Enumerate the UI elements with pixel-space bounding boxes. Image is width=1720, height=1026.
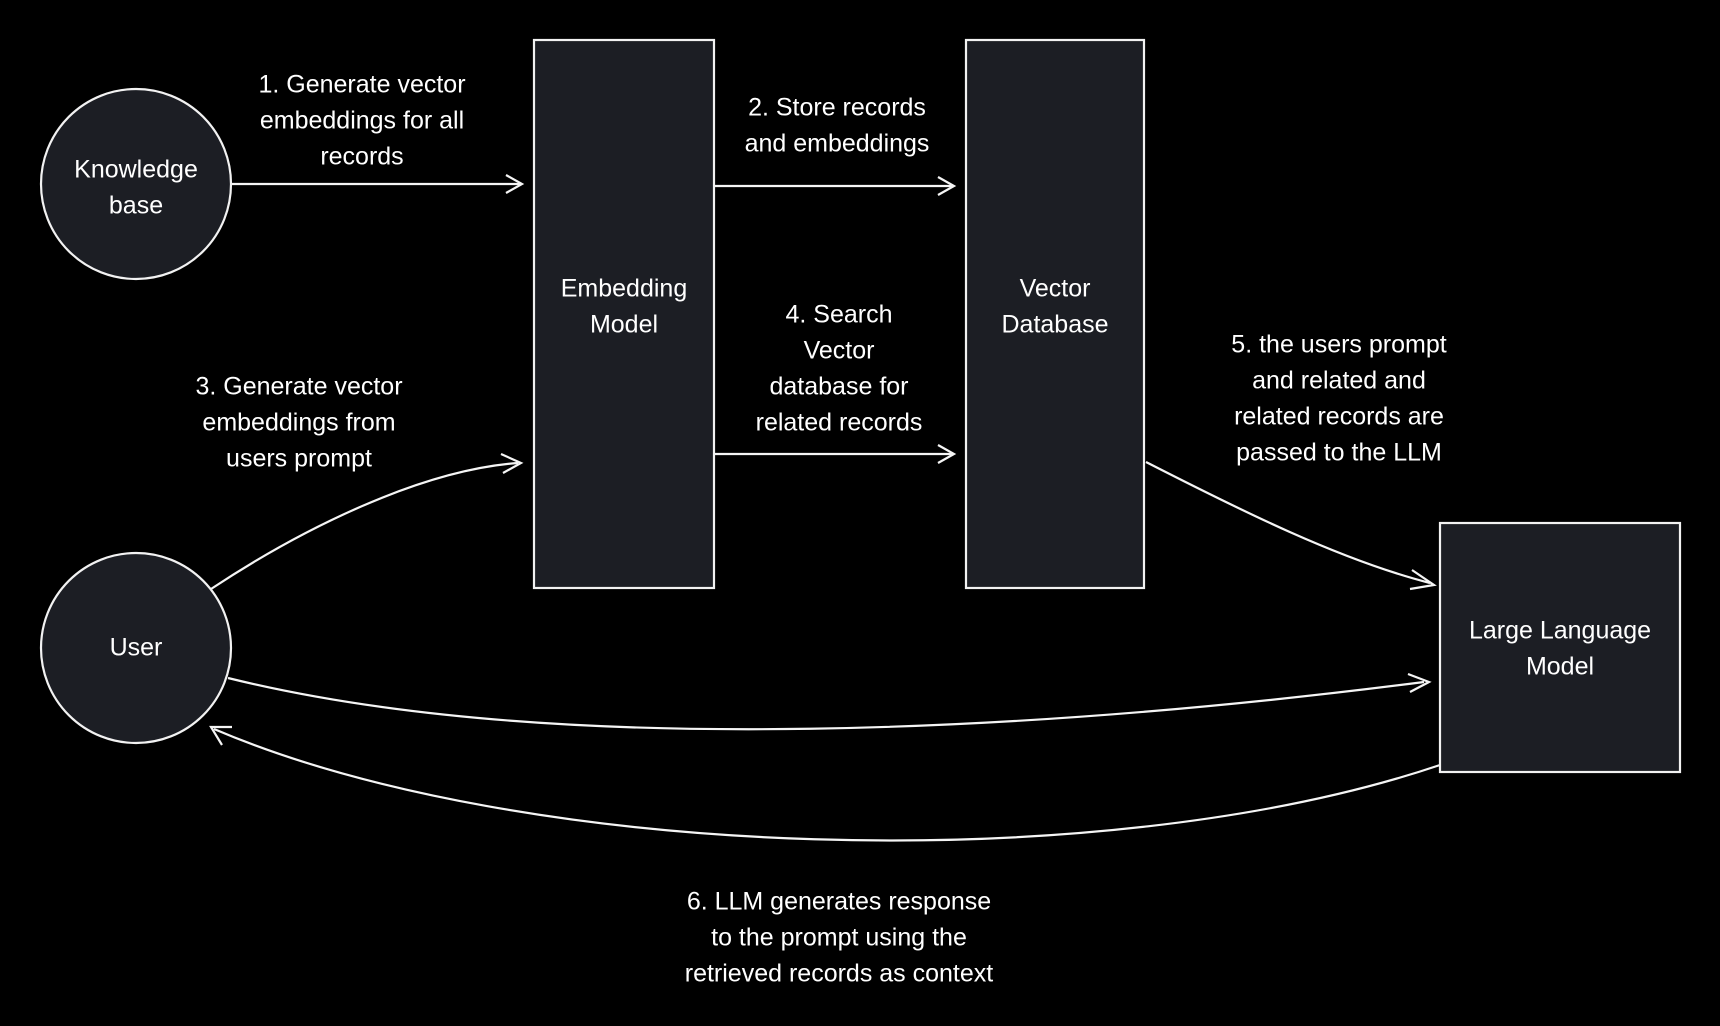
knowledge-base-label-line-1: Knowledge <box>74 156 198 184</box>
edge-user-to-large-language-model <box>227 672 1432 731</box>
edge-1-label-line-3: records <box>320 143 403 171</box>
edge-5-label-line-1: 5. the users prompt <box>1231 331 1446 359</box>
edge-2-embedding-model-to-vector-database <box>714 176 957 196</box>
edge-4-arrowhead-icon <box>937 444 957 464</box>
edge-3-label: 3. Generate vector embeddings from users… <box>195 373 402 473</box>
edge-3-label-line-3: users prompt <box>226 445 372 473</box>
edge-4-embedding-model-to-vector-database <box>714 444 957 464</box>
knowledge-base-label-line-2: base <box>109 192 163 220</box>
edge-5-label-line-4: passed to the LLM <box>1236 439 1442 467</box>
embedding-model-rect[interactable] <box>532 38 716 590</box>
edge-1-knowledge-base-to-embedding-model <box>231 174 525 194</box>
vector-database-rect[interactable] <box>964 38 1146 590</box>
edge-3-curve <box>210 461 519 590</box>
edge-5-curve <box>1145 461 1431 585</box>
embedding-model-label-line-2: Model <box>590 311 658 339</box>
edge-2-label-line-1: 2. Store records <box>748 94 926 122</box>
knowledge-base-circle[interactable] <box>39 87 233 281</box>
edge-6-label-line-3: retrieved records as context <box>685 960 994 988</box>
edge-5-arrowhead-icon <box>1409 569 1437 591</box>
edge-6-label: 6. LLM generates response to the prompt … <box>685 888 994 988</box>
node-knowledge-base[interactable]: Knowledge base <box>39 87 233 281</box>
edges-layer <box>209 174 1441 842</box>
edge-6-label-line-1: 6. LLM generates response <box>687 888 991 916</box>
edge-labels-layer: 1. Generate vector embeddings for all re… <box>195 71 1446 988</box>
edge-4-label-line-3: database for <box>770 373 909 401</box>
edge-6-large-language-model-to-user <box>209 725 1441 842</box>
edge-3-arrowhead-icon <box>500 452 524 474</box>
large-language-model-label-line-2: Model <box>1526 653 1594 681</box>
edge-user-llm-arrowhead-icon <box>1407 672 1432 693</box>
node-large-language-model[interactable]: Large Language Model <box>1438 521 1682 774</box>
large-language-model-label-line-1: Large Language <box>1469 617 1651 645</box>
edge-1-arrowhead-icon <box>505 174 525 194</box>
node-embedding-model[interactable]: Embedding Model <box>532 38 716 590</box>
edge-user-llm-curve <box>227 676 1425 731</box>
edge-3-user-to-embedding-model <box>210 452 524 590</box>
nodes-layer: Knowledge base Embedding Model Vector Da… <box>39 38 1682 774</box>
edge-3-label-line-2: embeddings from <box>202 409 395 437</box>
edge-1-label-line-1: 1. Generate vector <box>258 71 465 99</box>
embedding-model-label-line-1: Embedding <box>561 275 687 303</box>
edge-5-label-line-3: related records are <box>1234 403 1444 431</box>
edge-2-label-line-2: and embeddings <box>745 130 930 158</box>
edge-6-label-line-2: to the prompt using the <box>711 924 967 952</box>
edge-2-label: 2. Store records and embeddings <box>745 94 930 158</box>
user-circle[interactable] <box>39 551 233 745</box>
edge-4-label-line-1: 4. Search <box>785 301 892 329</box>
edge-4-label: 4. Search Vector database for related re… <box>756 301 923 437</box>
edge-5-vector-database-to-large-language-model <box>1145 461 1437 591</box>
node-vector-database[interactable]: Vector Database <box>964 38 1146 590</box>
edge-1-label-line-2: embeddings for all <box>260 107 464 135</box>
edge-5-label-line-2: and related and <box>1252 367 1426 395</box>
edge-1-label: 1. Generate vector embeddings for all re… <box>258 71 465 171</box>
edge-6-arrowhead-icon <box>209 725 232 746</box>
edge-5-label: 5. the users prompt and related and rela… <box>1231 331 1446 467</box>
vector-database-label-line-1: Vector <box>1020 275 1091 303</box>
edge-4-label-line-4: related records <box>756 409 923 437</box>
edge-3-label-line-1: 3. Generate vector <box>195 373 402 401</box>
user-label: User <box>110 634 163 662</box>
edge-2-arrowhead-icon <box>937 176 957 196</box>
node-user[interactable]: User <box>39 551 233 745</box>
edge-4-label-line-2: Vector <box>804 337 875 365</box>
large-language-model-rect[interactable] <box>1438 521 1682 774</box>
vector-database-label-line-2: Database <box>1001 311 1108 339</box>
edge-6-curve <box>213 727 1441 842</box>
